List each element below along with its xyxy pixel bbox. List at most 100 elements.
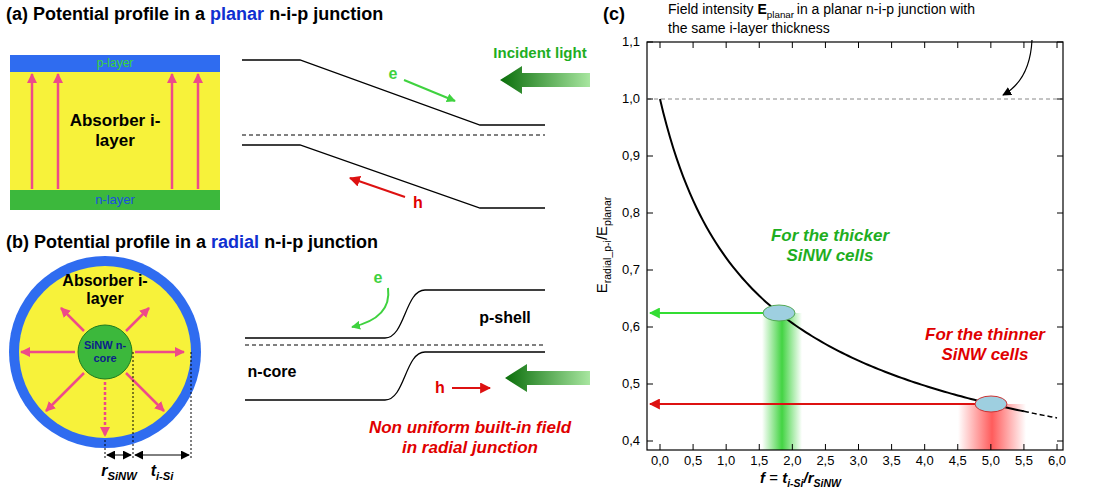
x-axis-title: f=ti-Si/rSiNW <box>760 469 841 489</box>
planar-band-diagram <box>242 60 545 208</box>
field-arrows-radial <box>21 308 184 436</box>
text-label: p-shell <box>479 309 531 327</box>
text-label: n-core <box>248 363 297 381</box>
dimension-lines <box>133 352 134 460</box>
text-label: For the thinner SiNW cells <box>910 325 1060 364</box>
tick-label: 0,5 <box>684 454 702 469</box>
axis-ticks <box>647 156 653 157</box>
text-label: t <box>151 462 156 479</box>
planar-band-diagram <box>242 60 545 125</box>
dimension-lines <box>105 352 191 460</box>
field-arrows-planar <box>31 74 34 189</box>
field-arrows-radial <box>104 382 107 436</box>
chart-highlights <box>650 403 976 405</box>
text-label: r <box>101 462 107 479</box>
field-arrows-radial <box>46 373 84 411</box>
radius-label: rSiNW <box>101 462 136 483</box>
text-label: i-Si <box>156 470 173 482</box>
tick-label: 1,1 <box>622 35 640 50</box>
incident-light-arrow <box>505 364 590 392</box>
nanowire-core: SiNW n-core <box>77 324 133 380</box>
node-text: Absorber i-layer <box>60 111 170 150</box>
field-arrows-planar <box>197 74 200 189</box>
tick-label: 5,0 <box>982 454 1000 469</box>
axis-ticks <box>957 444 958 450</box>
axis-ticks <box>1057 444 1058 450</box>
axis-ticks <box>891 444 892 450</box>
field-arrows-radial <box>126 373 164 411</box>
tick-label: 4,0 <box>916 454 934 469</box>
text-label: i-Si <box>787 477 803 489</box>
chart-highlights <box>650 312 764 314</box>
node-text: SiNW n-core <box>80 339 130 364</box>
text-label: h <box>435 379 445 397</box>
chart-markers <box>763 305 795 321</box>
axis-ticks <box>858 444 859 450</box>
chart-plot <box>647 42 1063 450</box>
axis-ticks <box>1057 327 1063 328</box>
axis-ticks <box>1057 99 1063 100</box>
tick-label: 0,4 <box>622 434 640 449</box>
tick-label: 3,5 <box>883 454 901 469</box>
node-text: p-layer <box>97 57 134 71</box>
axis-ticks <box>647 99 653 100</box>
core-fill <box>78 325 132 379</box>
axis-ticks <box>1057 213 1063 214</box>
text-label: Potential profile in a <box>34 232 206 252</box>
text-label: Field intensity <box>668 1 754 17</box>
planar-layers <box>10 55 220 210</box>
planar-band-diagram <box>350 178 405 197</box>
tick-label: 0,5 <box>622 377 640 392</box>
chart-markers <box>975 396 1007 412</box>
axis-ticks <box>1057 42 1063 43</box>
text-label: Potential profile in a <box>33 4 205 24</box>
text-label: For the thicker SiNW cells <box>755 226 905 265</box>
axis-ticks <box>990 42 991 48</box>
text-label: SiNW <box>108 470 137 482</box>
text-label: h <box>413 194 423 212</box>
field-ratio-curve <box>660 99 1024 411</box>
tick-label: 1,5 <box>750 454 768 469</box>
text-label: (c) <box>603 4 625 25</box>
axis-ticks <box>759 42 760 48</box>
planar-band-diagram <box>242 145 545 208</box>
axis-ticks <box>647 441 653 442</box>
axis-ticks <box>1057 441 1063 442</box>
dimension-lines <box>107 455 131 456</box>
text-label: radial_p-i <box>601 240 613 283</box>
radial-band-diagram <box>245 345 545 346</box>
axis-ticks <box>924 444 925 450</box>
axis-ticks <box>924 42 925 48</box>
radial-band-diagram <box>245 352 545 400</box>
text-label: (a) <box>6 4 28 24</box>
field-arrows-radial <box>126 308 149 331</box>
tick-label: 0,7 <box>622 263 640 278</box>
axis-ticks <box>647 384 653 385</box>
absorber-fill <box>19 266 191 438</box>
node-text: n-layer <box>95 193 135 208</box>
text-label: radial <box>211 232 259 252</box>
field-arrows-planar <box>57 74 60 189</box>
text-label: SiNW <box>814 477 841 489</box>
text-label: /r <box>803 469 813 486</box>
text-label: e <box>389 65 398 83</box>
axis-ticks <box>990 444 991 450</box>
text-label: E <box>758 1 767 17</box>
axis-ticks <box>1057 270 1063 271</box>
tick-label: 1,0 <box>622 92 640 107</box>
tick-label: 3,0 <box>849 454 867 469</box>
axis-ticks <box>1023 42 1024 48</box>
tick-label: 1,0 <box>717 454 735 469</box>
field-arrows-planar <box>32 74 198 189</box>
tick-label: 5,5 <box>1015 454 1033 469</box>
planar-layers <box>10 72 220 190</box>
chart-plot <box>647 99 1063 100</box>
panel-title: (a)Potential profile in aplanarn-i-p jun… <box>6 4 383 25</box>
axis-ticks <box>647 270 653 271</box>
axis-ticks <box>825 42 826 48</box>
text-label: t <box>782 469 787 486</box>
radial-band-diagram <box>452 387 490 389</box>
planar-layers <box>10 190 220 210</box>
axis-ticks <box>726 444 727 450</box>
